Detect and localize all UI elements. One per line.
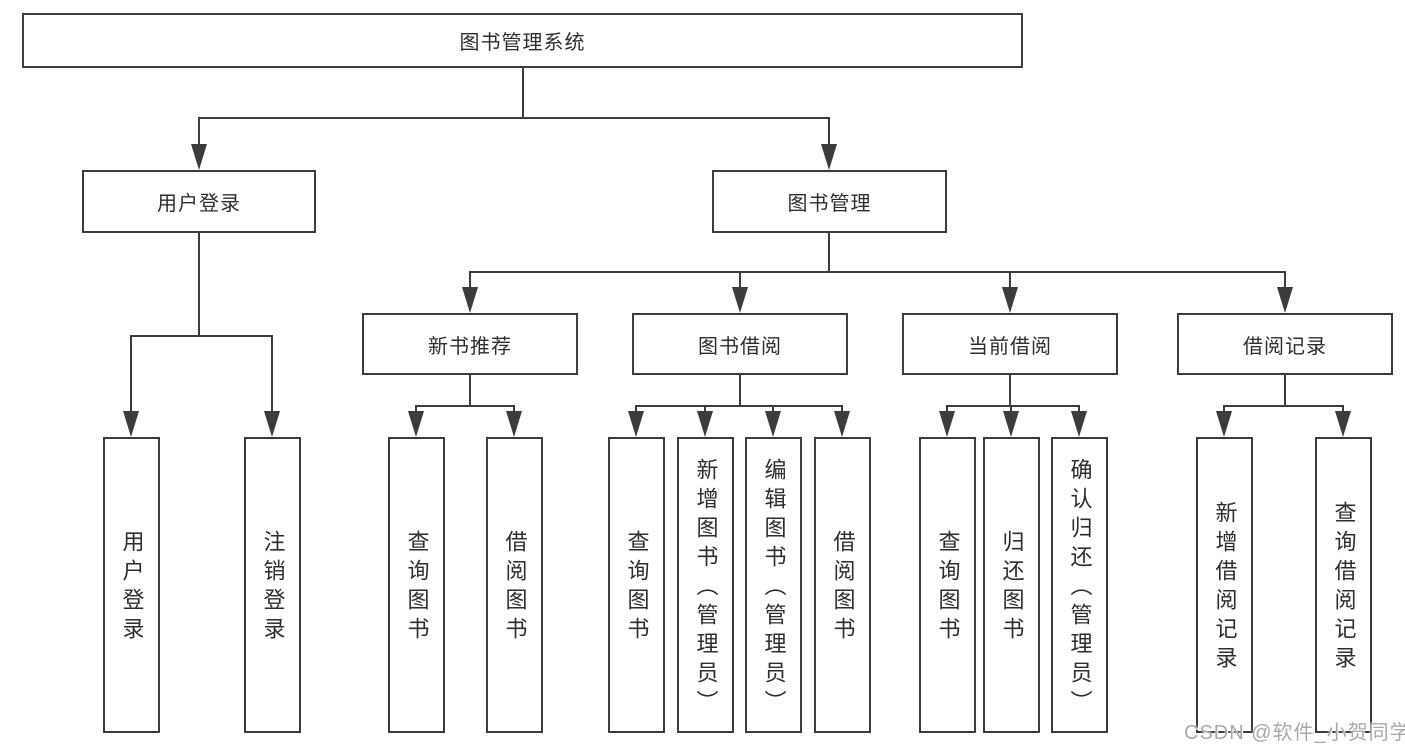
connector-line (469, 272, 471, 296)
connector-line (198, 117, 830, 119)
node-add-borrow-record: 新增借阅记录 (1196, 437, 1253, 733)
node-borrow-books-borrowing: 借阅图书 (814, 437, 871, 733)
arrowhead (821, 144, 837, 170)
connector-line (828, 233, 830, 273)
arrowhead (1003, 411, 1019, 437)
node-borrowing-records: 借阅记录 (1177, 313, 1393, 375)
connector-line (469, 375, 471, 406)
arrowhead (732, 287, 748, 313)
connector-line (635, 405, 843, 407)
connector-line (198, 233, 200, 336)
connector-line (1009, 272, 1011, 296)
arrowhead (765, 411, 781, 437)
arrowhead (1216, 411, 1232, 437)
node-query-books-recommend: 查询图书 (388, 437, 445, 733)
arrowhead (123, 411, 139, 437)
node-query-borrow-record: 查询借阅记录 (1315, 437, 1372, 733)
arrowhead (264, 411, 280, 437)
connector-line (415, 405, 515, 407)
node-edit-book-admin: 编辑图书（管理员） (745, 437, 802, 733)
node-query-books-borrowing: 查询图书 (608, 437, 665, 733)
arrowhead (462, 287, 478, 313)
arrowhead (628, 411, 644, 437)
node-query-books-current: 查询图书 (919, 437, 976, 733)
arrowhead (1277, 287, 1293, 313)
node-confirm-return-admin: 确认归还（管理员） (1051, 437, 1108, 733)
arrowhead (408, 411, 424, 437)
arrowhead (1071, 411, 1087, 437)
arrowhead (506, 411, 522, 437)
node-library-management-system: 图书管理系统 (22, 13, 1023, 68)
connector-line (130, 336, 132, 420)
connector-line (271, 336, 273, 420)
connector-line (739, 375, 741, 406)
connector-line (739, 272, 741, 296)
csdn-watermark: CSDN @软件_小贺同学 (1184, 722, 1405, 744)
node-current-borrowing: 当前借阅 (902, 313, 1118, 375)
connector-line (946, 405, 1080, 407)
node-return-book: 归还图书 (983, 437, 1040, 733)
arrowhead (834, 411, 850, 437)
connector-line (130, 335, 273, 337)
arrowhead (1335, 411, 1351, 437)
connector-line (1284, 272, 1286, 296)
node-user-login-leaf: 用户登录 (103, 437, 160, 733)
connector-line (469, 271, 1286, 273)
node-book-management: 图书管理 (712, 170, 947, 233)
connector-line (522, 68, 524, 118)
node-user-login: 用户登录 (82, 170, 316, 233)
node-book-borrowing: 图书借阅 (632, 313, 848, 375)
arrowhead (939, 411, 955, 437)
node-add-book-admin: 新增图书（管理员） (677, 437, 734, 733)
node-borrow-books-recommend: 借阅图书 (486, 437, 543, 733)
node-new-book-recommendation: 新书推荐 (362, 313, 578, 375)
connector-line (198, 118, 200, 152)
arrowhead (191, 144, 207, 170)
connector-line (1009, 375, 1011, 406)
connector-line (828, 118, 830, 152)
arrowhead (697, 411, 713, 437)
connector-line (1223, 405, 1344, 407)
connector-line (1284, 375, 1286, 406)
node-logout: 注销登录 (244, 437, 301, 733)
arrowhead (1002, 287, 1018, 313)
